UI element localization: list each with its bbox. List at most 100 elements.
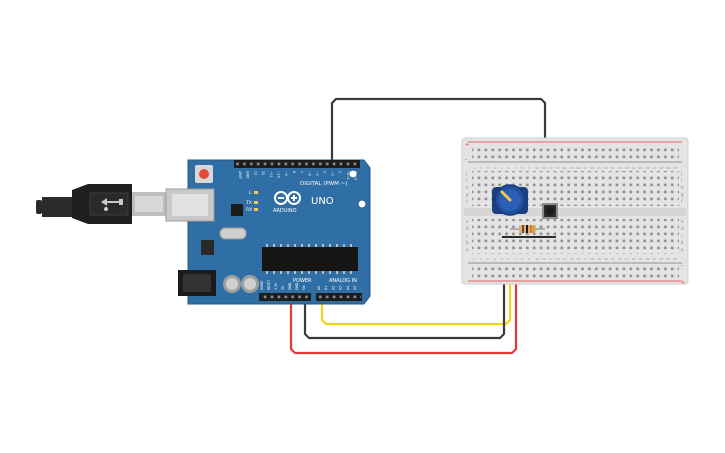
potentiometer-icon[interactable] bbox=[492, 184, 528, 216]
column-number-bottom: 27 bbox=[652, 257, 656, 261]
power-pin-label: GND bbox=[295, 282, 299, 290]
column-number-top: 16 bbox=[577, 166, 581, 170]
column-number-top: 30 bbox=[673, 166, 677, 170]
wire-black-top[interactable] bbox=[330, 97, 547, 208]
reset-button[interactable] bbox=[195, 165, 213, 183]
power-pin-label: RESET bbox=[267, 280, 271, 290]
analog-header-label: ANALOG IN bbox=[329, 278, 357, 284]
power-pin-label: GND bbox=[288, 282, 292, 290]
digital-header-label: DIGITAL (PWM ~) bbox=[300, 181, 347, 187]
row-letter-left: i bbox=[466, 178, 467, 183]
column-number-bottom: 30 bbox=[673, 257, 677, 261]
led-rx bbox=[254, 208, 258, 211]
rail-bottom-holes[interactable] bbox=[472, 265, 679, 279]
row-letter-left: g bbox=[466, 192, 469, 197]
digital-pin-label: ~9 bbox=[284, 171, 288, 176]
wires-layer bbox=[289, 97, 547, 355]
row-letter-left: b bbox=[466, 240, 469, 245]
led-tx bbox=[254, 201, 258, 204]
row-letter-right: g bbox=[681, 192, 684, 197]
power-pin-label: IOREF bbox=[260, 280, 264, 290]
digital-pin-label: GND bbox=[246, 171, 250, 179]
center-channel bbox=[464, 208, 686, 216]
digital-pin-label: TX→1 bbox=[346, 170, 350, 180]
column-number-bottom: 8 bbox=[521, 257, 523, 261]
row-letter-left: j bbox=[465, 171, 467, 176]
breadboard-column-numbers: 1122334455667788991010111112121313141415… bbox=[473, 166, 677, 261]
column-number-top: 13 bbox=[556, 166, 560, 170]
column-number-bottom: 9 bbox=[528, 257, 530, 261]
power-header[interactable] bbox=[259, 293, 311, 301]
column-number-top: 14 bbox=[563, 166, 567, 170]
column-number-bottom: 21 bbox=[611, 257, 615, 261]
power-pin-label: Vin bbox=[302, 285, 306, 290]
row-letter-left: c bbox=[466, 233, 468, 238]
column-number-bottom: 17 bbox=[583, 257, 587, 261]
column-number-top: 28 bbox=[659, 166, 663, 170]
model-label: UNO bbox=[311, 196, 334, 207]
row-letter-left: h bbox=[466, 185, 469, 190]
digital-pin-label: ~10 bbox=[277, 171, 281, 178]
column-number-top: 24 bbox=[632, 166, 636, 170]
column-number-top: 26 bbox=[646, 166, 650, 170]
column-number-top: 8 bbox=[521, 166, 523, 170]
column-number-bottom: 12 bbox=[549, 257, 553, 261]
led-label-rx: RX bbox=[246, 207, 252, 213]
column-number-bottom: 7 bbox=[514, 257, 516, 261]
column-number-top: 2 bbox=[480, 166, 482, 170]
row-letter-right: e bbox=[681, 219, 684, 224]
analog-header[interactable] bbox=[316, 293, 362, 301]
column-number-bottom: 19 bbox=[597, 257, 601, 261]
column-number-bottom: 4 bbox=[494, 257, 496, 261]
row-letter-left: f bbox=[466, 199, 468, 204]
column-number-bottom: 22 bbox=[618, 257, 622, 261]
column-number-top: 4 bbox=[494, 166, 496, 170]
wire-red[interactable] bbox=[289, 237, 518, 355]
pushbutton-icon[interactable] bbox=[542, 203, 558, 219]
arduino-board[interactable]: DIGITAL (PWM ~) L TX RX POWER ANALOG IN … bbox=[165, 159, 371, 305]
usb-plug-icon[interactable] bbox=[36, 184, 168, 224]
rail-minus-left: - bbox=[465, 157, 467, 163]
digital-pin-label: ~11 bbox=[269, 171, 273, 178]
column-number-top: 20 bbox=[604, 166, 608, 170]
crystal bbox=[219, 227, 247, 240]
column-number-top: 23 bbox=[625, 166, 629, 170]
digital-header[interactable] bbox=[234, 160, 360, 168]
resistor-icon[interactable] bbox=[510, 225, 545, 233]
column-number-bottom: 2 bbox=[480, 257, 482, 261]
analog-pin-label: A5 bbox=[353, 286, 357, 290]
row-letter-left: a bbox=[466, 247, 469, 252]
power-jack bbox=[178, 270, 216, 296]
regulator bbox=[201, 240, 214, 255]
power-pin-label: 5V bbox=[281, 285, 285, 290]
digital-pin-label: 7 bbox=[300, 171, 304, 173]
digital-pin-label: AREF bbox=[238, 171, 242, 179]
analog-pin-label: A0 bbox=[317, 286, 321, 290]
digital-pin-label: 2 bbox=[338, 171, 342, 173]
column-number-top: 5 bbox=[501, 166, 503, 170]
usb-chip bbox=[231, 204, 243, 216]
wire-yellow[interactable] bbox=[320, 237, 512, 326]
column-number-bottom: 15 bbox=[570, 257, 574, 261]
column-number-top: 6 bbox=[508, 166, 510, 170]
column-number-bottom: 20 bbox=[604, 257, 608, 261]
capacitor-1 bbox=[223, 275, 241, 293]
column-number-top: 25 bbox=[639, 166, 643, 170]
rail-top-holes[interactable] bbox=[472, 145, 679, 159]
column-number-top: 12 bbox=[549, 166, 553, 170]
digital-pin-label: ~5 bbox=[315, 171, 319, 176]
digital-pin-label: ~3 bbox=[330, 171, 334, 176]
analog-pin-label: A3 bbox=[339, 286, 343, 290]
led-label-tx: TX bbox=[245, 200, 252, 206]
column-number-top: 9 bbox=[528, 166, 530, 170]
column-number-top: 7 bbox=[514, 166, 516, 170]
row-letter-right: h bbox=[681, 185, 684, 190]
column-number-top: 18 bbox=[590, 166, 594, 170]
row-letter-right: b bbox=[681, 240, 684, 245]
wire-black-bottom[interactable] bbox=[303, 237, 506, 340]
column-number-bottom: 11 bbox=[542, 257, 546, 261]
